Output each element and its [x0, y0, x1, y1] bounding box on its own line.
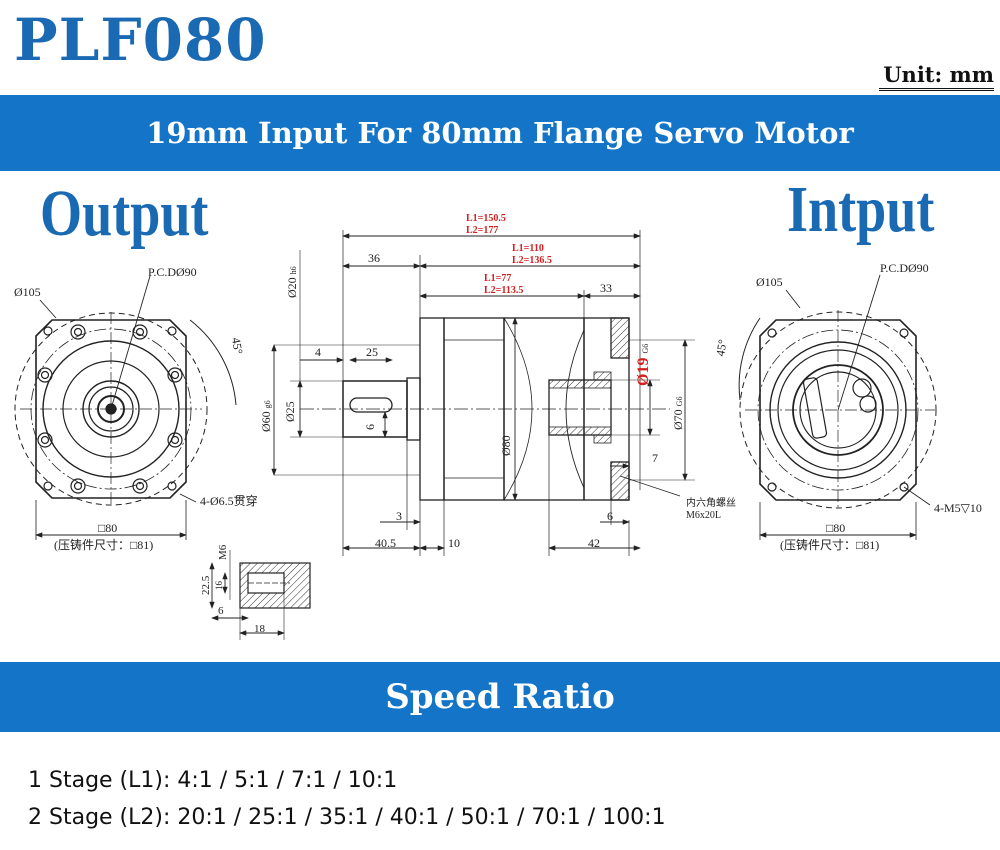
side-view	[271, 230, 695, 556]
output-bolt-holes	[37, 324, 183, 494]
output-angle: 45°	[229, 336, 246, 355]
dim-25-key: 25	[366, 345, 378, 359]
detail-16: 16	[214, 581, 224, 591]
input-holes: 4-M5▽10	[934, 501, 982, 515]
dim-6: 6	[607, 509, 613, 523]
page-title: PLF080	[14, 6, 267, 74]
unit-label: Unit: mm	[879, 62, 994, 91]
dim-l2-mid: L2=136.5	[512, 255, 552, 266]
detail-22-5: 22.5	[200, 575, 212, 595]
dim-phi60: Ø60 g6	[259, 400, 273, 432]
detail-m6: M6	[217, 544, 229, 560]
dim-10: 10	[448, 536, 460, 550]
dim-l2-body: L2=113.5	[484, 285, 523, 296]
dim-42: 42	[588, 536, 600, 550]
stage1-ratios: 1 Stage (L1): 4:1 / 5:1 / 7:1 / 10:1	[28, 768, 398, 793]
stage2-ratios: 2 Stage (L2): 20:1 / 25:1 / 35:1 / 40:1 …	[28, 805, 666, 830]
dim-phi20: Ø20 h6	[285, 266, 299, 298]
tapped-hole-detail	[209, 550, 311, 640]
input-square: □80	[826, 521, 845, 535]
input-view-label: Intput	[787, 173, 935, 246]
output-front-labels: Ø105 P.C.DØ90 45° 4-Ø6.5贯穿 □80 (压铸件尺寸：□8…	[14, 265, 258, 552]
speed-ratio-banner: Speed Ratio	[0, 662, 1000, 732]
dim-33: 33	[600, 281, 612, 295]
dim-phi70: Ø70 G6	[671, 397, 685, 430]
dim-phi80: Ø80	[499, 435, 513, 456]
side-view-labels: L1=150.5 L2=177 L1=110 L2=136.5 L1=77 L2…	[259, 213, 736, 550]
detail-18: 18	[254, 623, 266, 635]
dim-40-5: 40.5	[375, 536, 396, 550]
dim-l1-body: L1=77	[484, 273, 511, 284]
dim-3: 3	[396, 509, 402, 523]
detail-6: 6	[218, 605, 224, 617]
dim-36: 36	[368, 251, 380, 265]
dim-phi19: Ø19 G6	[635, 344, 652, 386]
input-front-view	[738, 274, 937, 540]
output-pcd: P.C.DØ90	[148, 265, 197, 279]
subtitle-banner: 19mm Input For 80mm Flange Servo Motor	[0, 95, 1000, 171]
dim-7: 7	[652, 451, 658, 465]
output-view-label: Output	[40, 177, 209, 250]
detail-labels: M6 22.5 16 6 18	[200, 544, 266, 635]
output-front-view	[14, 275, 237, 540]
screw-label: 内六角螺丝	[686, 496, 736, 509]
output-square: □80	[98, 521, 117, 535]
screw-spec: M6x20L	[686, 510, 721, 521]
input-front-labels: Ø105 P.C.DØ90 45° 4-M5▽10 □80 (压铸件尺寸：□81…	[713, 261, 982, 552]
dim-l1-total: L1=150.5	[466, 213, 506, 224]
input-pcd: P.C.DØ90	[880, 261, 929, 275]
output-phi105: Ø105	[14, 285, 41, 299]
output-holes: 4-Ø6.5贯穿	[200, 493, 258, 508]
dim-6-key: 6	[363, 424, 377, 430]
output-casting: (压铸件尺寸：□81)	[54, 537, 153, 552]
input-angle: 45°	[713, 338, 730, 357]
input-casting: (压铸件尺寸：□81)	[780, 537, 879, 552]
dim-l1-mid: L1=110	[512, 243, 544, 254]
dim-4: 4	[315, 345, 321, 359]
dim-phi25: Ø25	[283, 401, 297, 422]
input-phi105: Ø105	[756, 275, 783, 289]
dim-l2-total: L2=177	[466, 225, 498, 236]
